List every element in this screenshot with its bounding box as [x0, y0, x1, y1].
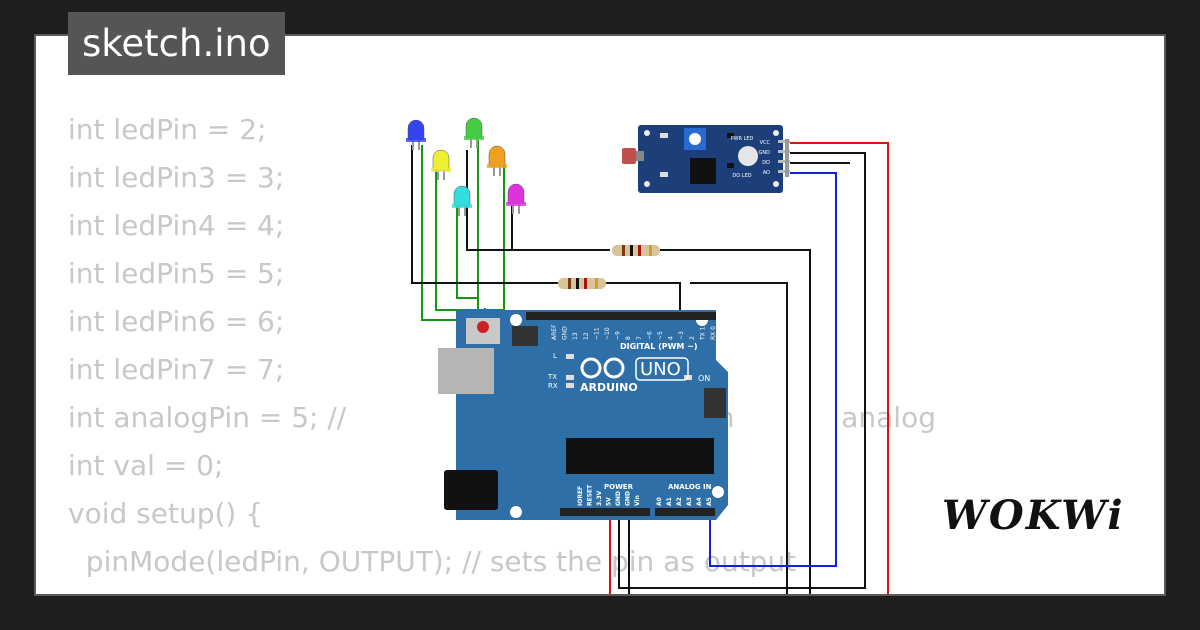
icsp-header	[704, 388, 726, 418]
pwr-led-label: PWR LED	[731, 136, 754, 142]
analog-pin-label: A1	[666, 497, 673, 506]
wire-resistor1-to-gnd	[660, 249, 811, 594]
code-line: int ledPin5 = 5;	[68, 257, 285, 290]
arduino-infinity-logo	[580, 357, 625, 379]
wire-resistor2-to-pin	[605, 282, 681, 312]
sensor-pin[interactable]	[778, 140, 790, 143]
do-led-label: DO LED	[732, 173, 751, 179]
digital-pin-label: 12	[583, 332, 590, 340]
digital-pin-label: TX 1	[699, 326, 706, 341]
wire-black-sensor-gnd	[618, 152, 866, 589]
digital-pin-label: 8	[625, 336, 632, 340]
sensor-pin[interactable]	[778, 160, 790, 163]
wire-resistor2-to-gnd	[690, 282, 788, 594]
power-header-pins	[560, 508, 650, 516]
digital-pin-label: 4	[668, 336, 675, 340]
on-led-label: ON	[698, 374, 710, 383]
code-line: int ledPin = 2;	[68, 113, 267, 146]
sensor-pin-label: DO	[762, 160, 770, 166]
atmega-chip	[566, 438, 714, 474]
analog-header-label: ANALOG IN	[668, 483, 712, 491]
led-4[interactable]	[487, 145, 507, 176]
led-5[interactable]	[506, 183, 526, 214]
rx-led-label: RX	[548, 382, 558, 390]
digital-pin-label: ~10	[604, 327, 611, 340]
analog-pin-label: A5	[706, 497, 713, 506]
digital-header-label: DIGITAL (PWM ~)	[620, 342, 698, 351]
l-led-label: L	[553, 352, 557, 360]
code-line: int ledPin3 = 3;	[68, 161, 285, 194]
led-2[interactable]	[452, 185, 472, 216]
code-line: int val = 0;	[68, 449, 224, 482]
code-line: int ledPin7 = 7;	[68, 353, 285, 386]
icsp-header-2	[512, 326, 538, 346]
uno-badge	[635, 357, 689, 381]
wire-red-vcc	[790, 142, 889, 594]
power-pin-label: GND	[625, 491, 632, 506]
code-line: int ledPin4 = 4;	[68, 209, 285, 242]
analog-pin-label: A4	[696, 497, 703, 506]
led-1[interactable]	[431, 149, 451, 180]
usb-port	[438, 348, 494, 394]
wire-black-led-gnd-1	[411, 145, 560, 284]
resistor-2[interactable]	[558, 278, 606, 289]
sensor-pin-label: GND	[759, 150, 771, 156]
digital-pin-label: ~3	[678, 331, 685, 340]
sensor-pin-labels: VCC GND DO AO	[759, 140, 790, 176]
digital-pin-label: ~9	[615, 331, 622, 340]
digital-pin-label: ~6	[646, 331, 653, 340]
digital-header	[526, 312, 716, 320]
sensor-pin[interactable]	[778, 170, 790, 173]
led-group	[406, 117, 526, 216]
digital-pin-label: AREF	[551, 324, 558, 340]
analog-header-pins	[655, 508, 715, 516]
power-pin-label: IOREF	[577, 486, 584, 506]
power-header-label: POWER	[604, 483, 634, 491]
power-pin-label: Vin	[634, 495, 641, 506]
power-pin-label: 5V	[606, 497, 613, 506]
analog-pin-label: A0	[656, 497, 663, 506]
code-line: int ledPin6 = 6;	[68, 305, 285, 338]
analog-pin-label: A2	[676, 497, 683, 506]
tx-led-label: TX	[547, 373, 557, 381]
wire-green-3	[456, 205, 478, 299]
arduino-uno-board[interactable]: L TX RX ON DIGITAL (PWM ~) ARDUINO UNO P…	[438, 310, 728, 520]
sensor-pin-label: VCC	[760, 140, 771, 146]
led-0[interactable]	[406, 119, 426, 150]
wire-blue-ao	[709, 172, 837, 567]
power-pin-label: GND	[615, 491, 622, 506]
sketch-title-tab: sketch.ino	[68, 12, 285, 75]
analog-pin-label: A3	[686, 497, 693, 506]
uno-model: UNO	[640, 359, 681, 380]
light-sensor-module[interactable]: PWR LED DO LED VCC GND DO AO	[622, 125, 790, 193]
sensor-pin[interactable]	[778, 150, 790, 153]
digital-pin-label: RX 0	[710, 326, 717, 340]
code-line: void setup() {	[68, 497, 264, 530]
digital-pin-label: 7	[636, 336, 643, 340]
wire-black-led-gnd-2	[466, 150, 610, 251]
wokwi-logo: WOKWi	[942, 492, 1125, 539]
power-pin-label: 3.3V	[596, 490, 603, 506]
digital-pin-label: GND	[562, 326, 569, 340]
power-jack	[444, 470, 498, 510]
digital-pin-label: 13	[572, 332, 579, 340]
digital-pin-label: ~5	[657, 331, 664, 340]
led-3[interactable]	[464, 117, 484, 148]
digital-pin-label: ~11	[593, 327, 600, 340]
sensor-pin-label: AO	[763, 170, 770, 176]
reset-button[interactable]	[477, 321, 489, 333]
digital-pin-label: 2	[689, 336, 696, 340]
resistor-1[interactable]	[612, 245, 660, 256]
power-pin-label: RESET	[587, 484, 594, 506]
arduino-brand: ARDUINO	[580, 381, 638, 394]
